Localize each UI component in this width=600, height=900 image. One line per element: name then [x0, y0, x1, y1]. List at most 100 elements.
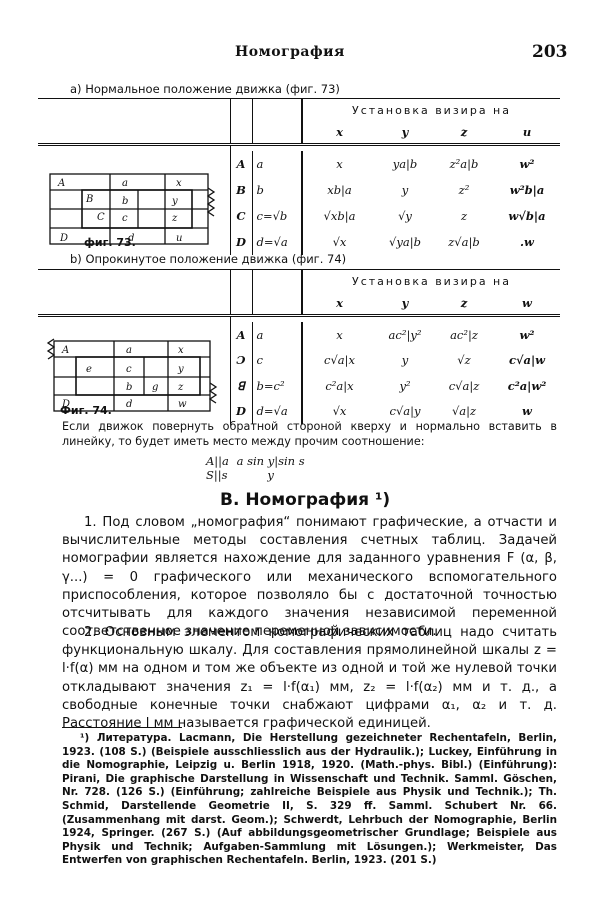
table-a-row-val: d=√a	[252, 229, 303, 255]
table-normal-position: Установка визира на x y z u	[38, 98, 560, 255]
fig73-letter-C: C	[97, 212, 105, 223]
table-a-cell: .w	[520, 235, 534, 249]
table-b-cell: y²	[399, 378, 411, 393]
fig74-letter-x: x	[178, 345, 184, 356]
formula-right-bottom: y	[267, 468, 274, 482]
table-b-cell: √a|z	[451, 404, 477, 419]
table-b-cell: ac²|y²	[388, 327, 422, 342]
fig74-letter-d: d	[126, 399, 132, 410]
table-a-cell: w²b|a	[509, 183, 545, 197]
table-a-diagram-header	[38, 98, 231, 121]
fig74-letter-z: z	[177, 382, 184, 393]
table-b-row-val: b=c²	[252, 372, 303, 399]
fig73-letter-d: d	[128, 233, 134, 244]
table-b-row-key: ꓭ	[230, 372, 253, 399]
table-a-cell: z√a|b	[448, 235, 480, 249]
table-a-cell: √x	[332, 235, 347, 249]
table-a-row-val: c=√b	[252, 203, 303, 229]
table-a-row-val: a	[252, 151, 303, 177]
table-a-row-key: B	[230, 177, 253, 203]
figure-74-slide-rule-diagram: A a c b D d x y z w e g	[46, 338, 217, 412]
figure-74-label: Фиг. 74.	[60, 404, 112, 417]
fig74-letter-b: b	[126, 382, 132, 393]
table-a-cell: √ya|b	[389, 235, 421, 249]
table-a-cell: ya|b	[392, 157, 418, 171]
caption-section-b: b) Опрокинутое положение движка (фиг. 74…	[70, 252, 347, 266]
table-b-cell: w	[522, 404, 532, 419]
table-b-row-key: D	[230, 398, 253, 424]
table-a-row-key: C	[230, 203, 253, 229]
fig73-letter-u: u	[176, 233, 182, 244]
table-b-cell: w²	[519, 327, 535, 342]
fig74-letter-e: e	[86, 364, 92, 375]
table-b-cell: x	[336, 327, 343, 342]
table-b-col-y: y	[401, 296, 409, 310]
section-title: B. Номография ¹)	[220, 490, 391, 510]
table-b-cell: c²a|x	[325, 378, 354, 393]
formula-right-top: a sin y|sin s	[236, 454, 305, 468]
fig73-letter-y: y	[171, 196, 178, 207]
page-number: 203	[532, 42, 568, 62]
table-a-cell: z	[460, 209, 468, 223]
table-b-col-w: w	[522, 296, 532, 310]
running-header-title: Номография	[235, 44, 345, 60]
table-a-visor-header: Установка визира на	[302, 98, 560, 121]
table-a-cell: w²	[519, 157, 535, 171]
table-a-cell: √xb|a	[323, 209, 356, 223]
fig74-letter-A: A	[61, 345, 69, 356]
note-paragraph: Если движок повернуть обратной стороной …	[62, 420, 557, 448]
table-b-cell: √z	[457, 353, 471, 368]
figure-73-cell: A B C D a b c d x y z u	[38, 143, 231, 255]
footnote-divider	[62, 727, 182, 728]
table-a-row-key: A	[230, 151, 253, 177]
paragraph-2: 2. Основным элементом номографических та…	[62, 625, 557, 732]
note-formula: A||a S||s a sin y|sin s y	[206, 454, 305, 482]
paragraph-1: 1. Под словом „номография“ понимают граф…	[62, 515, 557, 640]
fig74-letter-w: w	[178, 399, 187, 410]
table-inverted-position: Установка визира на x y z w	[38, 269, 560, 424]
table-b-row-val: a	[252, 321, 303, 348]
table-b-row-val: d=√a	[252, 398, 303, 424]
table-b-col-z: z	[460, 296, 468, 310]
table-b-cell: ac²|z	[450, 327, 478, 342]
table-a-cell: z²a|b	[449, 157, 479, 171]
figure-74-cell: A a c b D d x y z w e g	[38, 314, 231, 424]
table-b-cell: √x	[332, 404, 347, 419]
table-b-row-key: Ɔ	[230, 347, 253, 373]
table-b-cell: c√a|x	[324, 353, 355, 368]
table-a-col-z: z	[460, 125, 468, 139]
fig73-letter-A: A	[57, 178, 65, 189]
fig73-letter-a: a	[122, 178, 128, 189]
figure-73-label: фиг. 73.	[84, 236, 136, 249]
fig73-letter-x: x	[176, 178, 182, 189]
table-a-col-x: x	[336, 125, 343, 139]
table-a-col-u: u	[522, 125, 532, 139]
table-a-row-key: D	[230, 229, 253, 255]
table-b-cell: c√a|w	[508, 353, 546, 368]
fig74-letter-y: y	[177, 364, 184, 375]
table-a-cell: z²	[458, 183, 470, 197]
table-b-cell: y	[401, 353, 409, 368]
table-a-cell: w√b|a	[508, 209, 546, 223]
table-b-visor-header: Установка визира на	[302, 269, 560, 292]
table-a-cell: x	[336, 157, 343, 171]
figure-73-slide-rule-diagram: A B C D a b c d x y z u	[49, 173, 215, 245]
table-a-cell: y	[401, 183, 409, 197]
table-b-cell: c√a|y	[389, 404, 421, 419]
fig73-letter-b: b	[122, 196, 128, 207]
table-a-cell: √y	[398, 209, 412, 223]
table-b-cell: c√a|z	[448, 378, 480, 393]
formula-left-top: A||a	[206, 454, 229, 468]
table-a-cell: xb|a	[327, 183, 352, 197]
fig73-letter-B: B	[85, 194, 93, 205]
table-b-col-x: x	[336, 296, 343, 310]
table-a-row-val: b	[252, 177, 303, 203]
fig73-letter-z: z	[171, 213, 178, 224]
caption-section-a: a) Нормальное положение движка (фиг. 73)	[70, 82, 340, 96]
formula-left-bottom: S||s	[206, 468, 228, 482]
fig73-letter-c: c	[122, 213, 128, 224]
fig74-letter-c: c	[126, 364, 132, 375]
table-b-row-key: A	[230, 321, 253, 348]
table-b-row-val: c	[252, 347, 303, 373]
table-a-col-y: y	[401, 125, 409, 139]
